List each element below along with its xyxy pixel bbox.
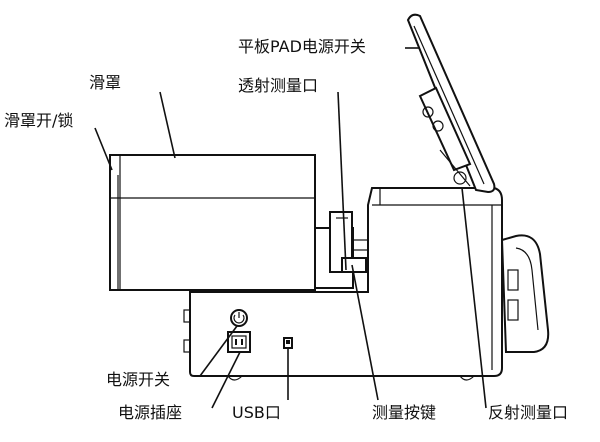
label-measure-key: 测量按键 [372, 403, 436, 422]
label-reflect-port: 反射测量口 [488, 403, 568, 422]
transmission-holder [314, 211, 368, 289]
tablet-pad [406, 13, 496, 194]
label-slide-cover: 滑罩 [89, 73, 121, 92]
label-tablet-power: 平板PAD电源开关 [238, 37, 366, 56]
label-transmission-port: 透射测量口 [238, 76, 318, 95]
power-socket-icon[interactable] [227, 331, 251, 353]
label-power-switch: 电源开关 [106, 370, 170, 389]
slide-cover [109, 154, 316, 291]
leader-lines [94, 47, 487, 409]
label-slide-switch: 滑罩开/锁 [4, 111, 73, 130]
power-switch-icon[interactable] [230, 309, 248, 327]
device-base [183, 187, 503, 381]
label-usb-port: USB口 [232, 403, 281, 422]
reflect-port [500, 234, 550, 353]
usb-port-icon[interactable] [283, 337, 293, 349]
label-power-socket: 电源插座 [118, 403, 182, 422]
